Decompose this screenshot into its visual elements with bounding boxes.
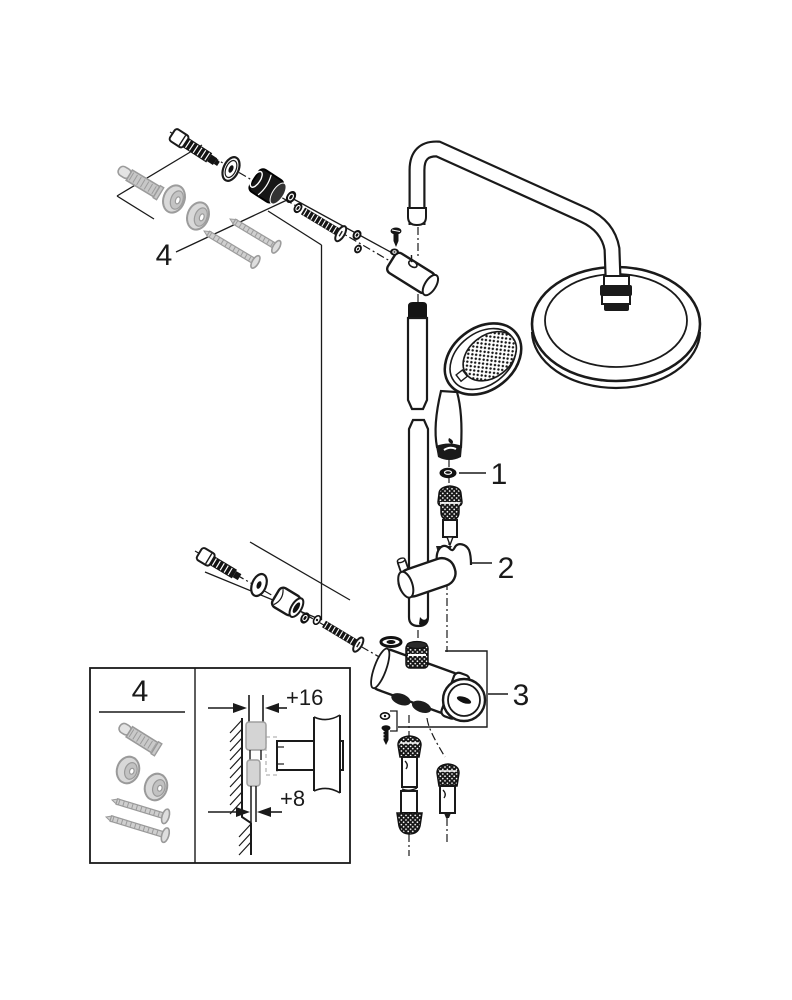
- hand-shower: [434, 322, 523, 460]
- box-screw-icon-2: [104, 815, 171, 844]
- head-connector-nut: [600, 275, 632, 311]
- cap-screw: [168, 128, 220, 166]
- wood-screw-gray: [229, 218, 282, 254]
- detail-box-label: 4: [132, 675, 149, 708]
- bracket-3: [398, 650, 488, 728]
- cap-screw-mid: [195, 547, 242, 581]
- head-rim: [530, 332, 702, 390]
- group-outline-lines: [116, 144, 397, 621]
- mounting-hardware-top: [117, 128, 362, 269]
- hex-nut: [285, 191, 297, 203]
- box-screw-icon: [110, 798, 171, 825]
- shower-arm-pipe: [407, 140, 622, 278]
- dimension-top: +16: [208, 685, 323, 713]
- bracket-nut: [390, 248, 399, 256]
- washer: [221, 156, 241, 182]
- callouts: 1 2 3 4: [156, 239, 530, 728]
- spray-face: [463, 331, 517, 381]
- hex-nut-small: [293, 202, 303, 214]
- handle-end-cap: [436, 443, 462, 460]
- o-ring-seal: [439, 467, 457, 479]
- wall-section: [229, 695, 344, 856]
- dim-plus8: +8: [280, 786, 305, 811]
- long-screw: [300, 207, 348, 243]
- thermostat-fixing-screw: [379, 710, 398, 745]
- hex-nut-mid: [300, 612, 310, 624]
- wall-hatching: [229, 719, 252, 856]
- wall-line: [241, 718, 252, 855]
- hose-connector-left: [396, 735, 423, 835]
- callout-4: 4: [156, 239, 173, 272]
- thermostat-valve: [370, 636, 487, 723]
- dowel-section: [245, 721, 267, 751]
- hand-shower-hose-nut: [437, 485, 463, 547]
- callout-2: 2: [498, 552, 515, 585]
- wall-plug-gray: [117, 165, 165, 201]
- box-ring-icon: [115, 755, 141, 785]
- long-screw-mid: [322, 620, 365, 653]
- rail-tube-mask: [315, 716, 339, 792]
- wood-screw-gray-2: [203, 230, 261, 269]
- hand-shower-handle: [434, 389, 463, 449]
- pipe-end-cap: [407, 207, 427, 227]
- rail-top-clamp: [408, 302, 427, 318]
- top-wall-bracket: [385, 251, 440, 297]
- dimension-bottom: +8: [208, 786, 305, 817]
- mounting-hardware-mid: [195, 547, 365, 653]
- bracket-adapter: [248, 168, 287, 205]
- seal-ring-small: [354, 244, 362, 254]
- seal-ring: [352, 230, 362, 240]
- box-ring-icon-2: [143, 772, 169, 802]
- washer-mid: [250, 572, 268, 598]
- detail-box: 4: [89, 667, 351, 864]
- callout-1: 1: [491, 458, 508, 491]
- rail-upper-segment: [406, 316, 429, 411]
- hose-connector-right: [436, 763, 460, 818]
- hand-shower-head: [443, 322, 523, 396]
- spacer-ring-gray-2: [186, 201, 210, 231]
- spacer-ring-gray: [162, 184, 186, 214]
- outlet-left: [391, 693, 411, 706]
- dim-plus16: +16: [286, 685, 323, 710]
- ring-mid: [312, 614, 322, 626]
- bracket-screw: [390, 227, 402, 256]
- outlet-right: [411, 700, 432, 714]
- hand-shower-holder: [396, 543, 473, 599]
- box-wall-plug-icon: [118, 722, 163, 757]
- callout-3: 3: [513, 679, 530, 712]
- bracket-socket-mid: [270, 586, 305, 619]
